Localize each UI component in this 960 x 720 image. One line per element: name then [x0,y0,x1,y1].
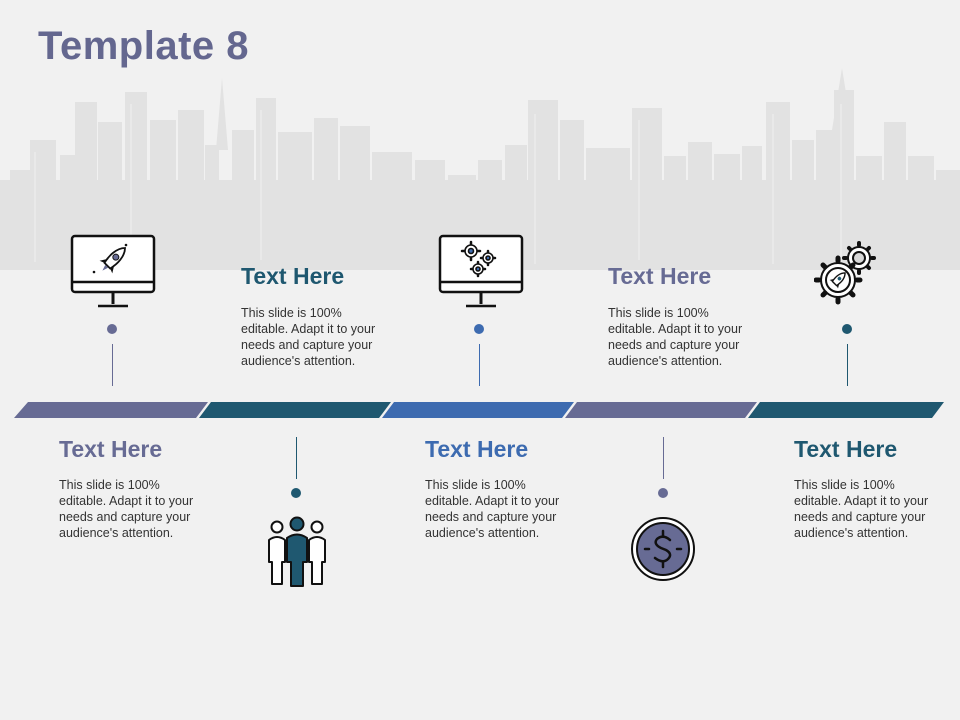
timeline-dot-1 [107,324,117,334]
step-5-title: Text Here [794,436,898,462]
timeline-dot-3 [474,324,484,334]
timeline-segment-5 [748,402,944,418]
monitor-gears-icon [438,234,524,308]
slide-title: Template 8 [38,24,249,68]
timeline-connector-2 [296,437,297,479]
gear-rocket-icon [814,241,876,305]
step-3-description: This slide is 100% editable. Adapt it to… [425,478,560,540]
timeline-bar [14,402,944,418]
step-1-title: Text Here [59,436,163,462]
step-4-title: Text Here [608,263,712,289]
city-skyline-background [0,68,960,270]
step-3-title: Text Here [425,436,529,462]
timeline-connector-3 [479,344,480,386]
timeline-connector-4 [663,437,664,479]
team-people-icon [268,516,326,587]
timeline-segment-1 [14,402,208,418]
timeline-connector-5 [847,344,848,386]
timeline-segment-2 [199,402,391,418]
step-1-description: This slide is 100% editable. Adapt it to… [59,478,194,540]
step-2-title: Text Here [241,263,345,289]
monitor-rocket-icon [70,234,156,308]
step-4-description: This slide is 100% editable. Adapt it to… [608,306,743,368]
step-5-description: This slide is 100% editable. Adapt it to… [794,478,929,540]
timeline-segment-3 [382,402,574,418]
timeline-segment-4 [565,402,757,418]
timeline-dot-2 [291,488,301,498]
timeline-dot-5 [842,324,852,334]
dollar-coin-icon [631,517,695,581]
timeline-connector-1 [112,344,113,386]
timeline-dot-4 [658,488,668,498]
step-2-description: This slide is 100% editable. Adapt it to… [241,306,376,368]
